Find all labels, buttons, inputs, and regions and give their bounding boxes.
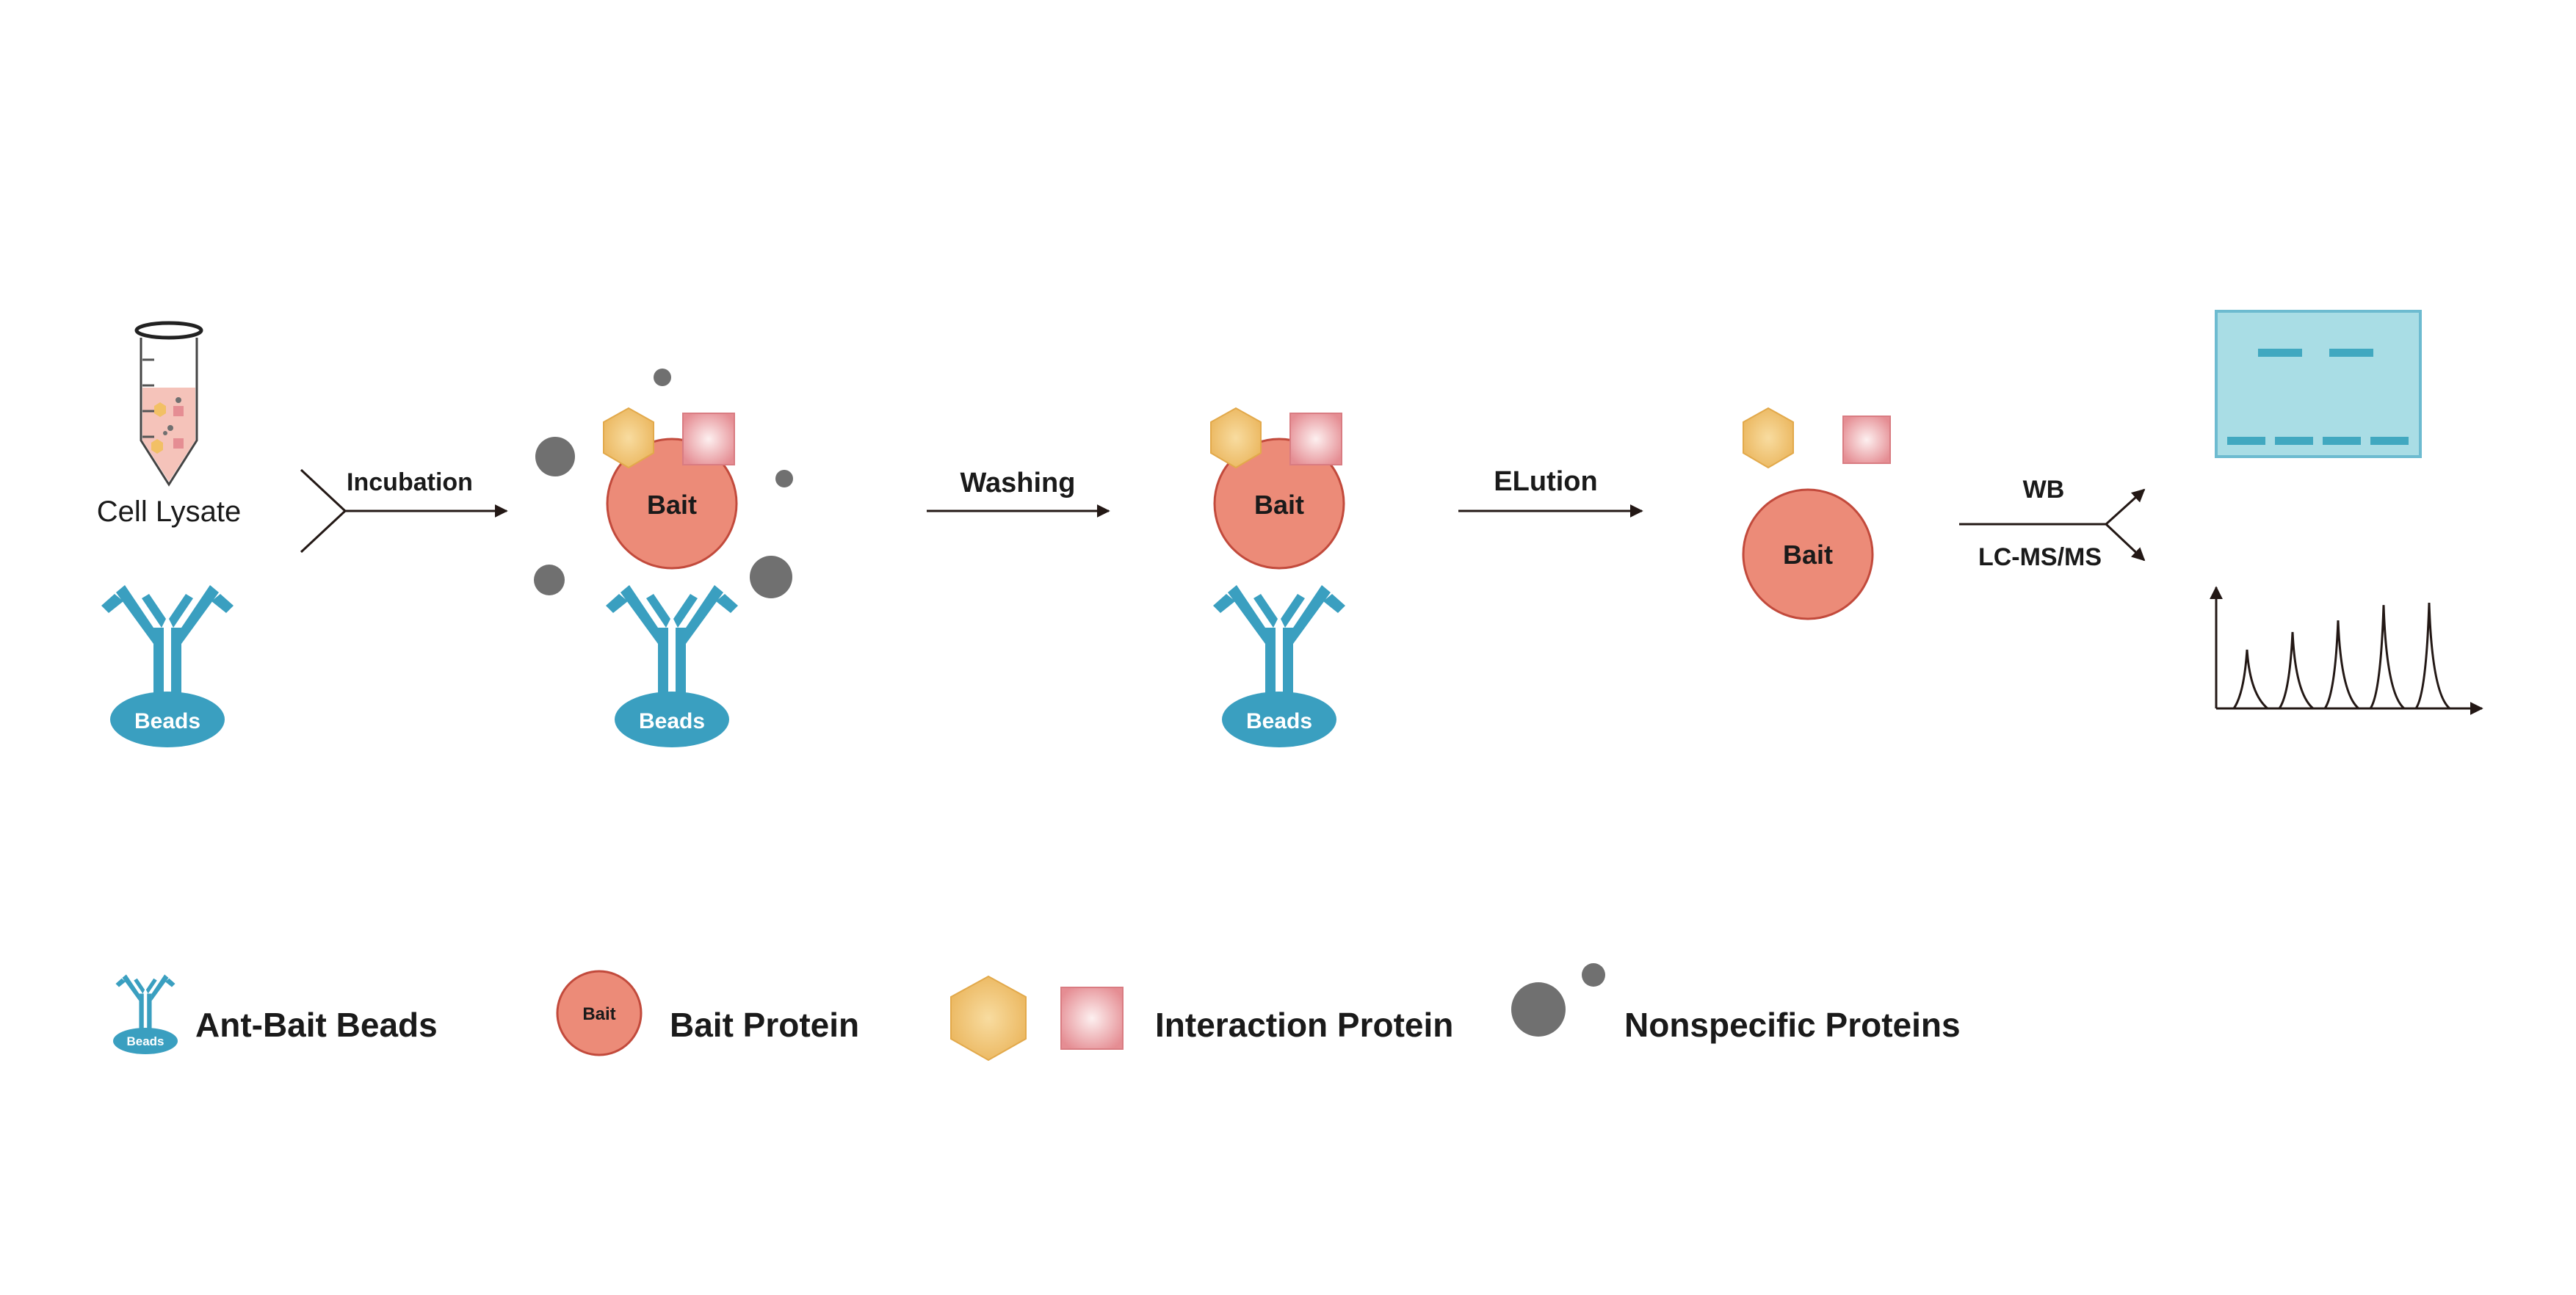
hexagon-protein bbox=[1743, 407, 1794, 469]
bait-label: Bait bbox=[1254, 490, 1304, 520]
lcms-label: LC-MS/MS bbox=[1978, 543, 2102, 571]
gel-band bbox=[2258, 349, 2302, 357]
legend-interaction-label: Interaction Protein bbox=[1155, 1006, 1453, 1044]
elution-label: ELution bbox=[1494, 466, 1597, 497]
nonspecific-protein bbox=[750, 556, 792, 598]
eluted-proteins: Bait bbox=[1742, 407, 1891, 620]
legend-nonspecific-label: Nonspecific Proteins bbox=[1624, 1006, 1961, 1044]
gel-band bbox=[2370, 437, 2409, 445]
legend-beads-icon: Beads bbox=[113, 974, 178, 1054]
nonspecific-protein bbox=[775, 470, 793, 487]
gel-band bbox=[2227, 437, 2265, 445]
washing-label: Washing bbox=[960, 468, 1076, 498]
hexagon-protein bbox=[603, 407, 654, 469]
test-tube-icon bbox=[134, 321, 203, 487]
nonspecific-protein bbox=[654, 369, 671, 386]
spectrum-peaks bbox=[2232, 602, 2451, 710]
legend-bait-icon: Bait bbox=[556, 970, 643, 1056]
legend-nonspecific-small-icon bbox=[1582, 963, 1605, 987]
legend-bait-label: Bait Protein bbox=[670, 1006, 859, 1044]
bait-label: Bait bbox=[1783, 540, 1833, 570]
beads-label: Beads bbox=[1246, 709, 1312, 733]
hexagon-protein bbox=[1210, 407, 1262, 469]
incubation-label: Incubation bbox=[347, 468, 473, 496]
nonspecific-protein bbox=[534, 565, 565, 595]
mass-spectrum-plot bbox=[2210, 586, 2483, 715]
bait-protein bbox=[1213, 438, 1345, 570]
antibody-beads-icon: Beads bbox=[101, 585, 234, 747]
beads-label: Beads bbox=[134, 709, 200, 733]
nonspecific-protein bbox=[535, 437, 575, 476]
washed-complex: Beads Bait bbox=[1210, 407, 1345, 747]
bait-protein bbox=[606, 438, 738, 570]
western-blot-gel bbox=[2215, 310, 2422, 458]
legend-hexagon-icon bbox=[950, 975, 1027, 1062]
bait-protein bbox=[1742, 488, 1874, 620]
gel-band bbox=[2323, 437, 2361, 445]
square-protein bbox=[1842, 416, 1891, 464]
wb-label: WB bbox=[2023, 476, 2065, 504]
legend-beads-label: Ant-Bait Beads bbox=[195, 1006, 438, 1044]
gel-band bbox=[2275, 437, 2313, 445]
legend-bait-text: Bait bbox=[582, 1004, 615, 1024]
incubation-complex: Beads Bait bbox=[534, 369, 793, 747]
legend: Beads Ant-Bait Beads Bait Bait Protein I… bbox=[113, 963, 1961, 1062]
cell-lysate-label: Cell Lysate bbox=[97, 496, 241, 528]
legend-square-icon bbox=[1060, 987, 1124, 1050]
square-protein bbox=[682, 413, 735, 465]
analysis-split-arrow bbox=[1959, 488, 2146, 562]
beads-label: Beads bbox=[639, 709, 705, 733]
legend-nonspecific-large-icon bbox=[1511, 982, 1566, 1037]
square-protein bbox=[1289, 413, 1342, 465]
bait-label: Bait bbox=[647, 490, 697, 520]
incubation-arrow bbox=[300, 468, 508, 554]
gel-band bbox=[2329, 349, 2373, 357]
legend-beads-text: Beads bbox=[126, 1034, 164, 1048]
